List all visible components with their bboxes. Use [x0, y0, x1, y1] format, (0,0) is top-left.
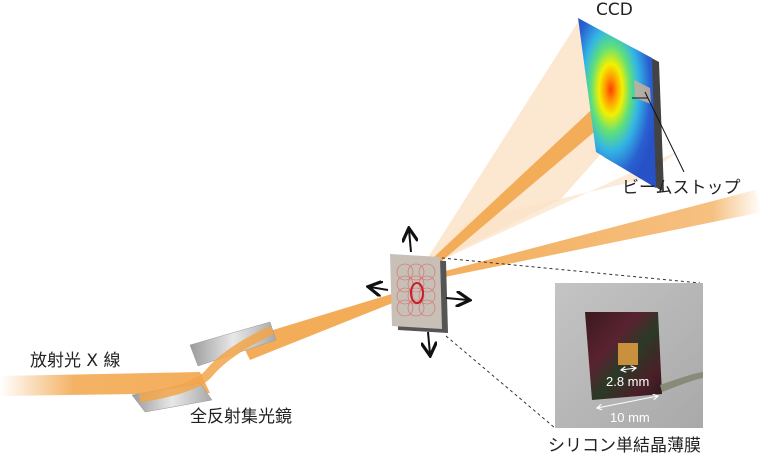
- focused-beam: [240, 286, 420, 360]
- inner-size-label: 2.8 mm: [606, 374, 650, 389]
- arrow-left-icon: [370, 287, 389, 290]
- ccd-detector: [578, 18, 685, 192]
- beam-spot: [410, 282, 424, 304]
- inset-guide-lines: [441, 257, 701, 429]
- kb-mirror: [131, 321, 277, 413]
- incident-beam: [0, 372, 210, 396]
- direct-beam-to-ccd: [418, 85, 632, 276]
- transmitted-beam: [430, 190, 762, 280]
- scan-arrows: [370, 230, 468, 354]
- scattering-cone: [420, 22, 680, 270]
- sample-label: シリコン単結晶薄膜: [548, 436, 701, 456]
- arrow-up-icon: [409, 230, 411, 253]
- arrow-right-icon: [445, 298, 468, 300]
- sample-photo: [555, 283, 703, 428]
- ccd-label: CCD: [596, 0, 633, 20]
- beam-stop-leader: [644, 91, 685, 173]
- mirror-label: 全反射集光鏡: [190, 407, 292, 427]
- arrow-down-icon: [428, 331, 430, 354]
- sample-plate: [390, 254, 448, 333]
- synchrotron-xray-label: 放射光 X 線: [30, 351, 121, 371]
- beam-stop-label: ビームストップ: [622, 178, 741, 198]
- outer-size-label: 10 mm: [610, 410, 650, 425]
